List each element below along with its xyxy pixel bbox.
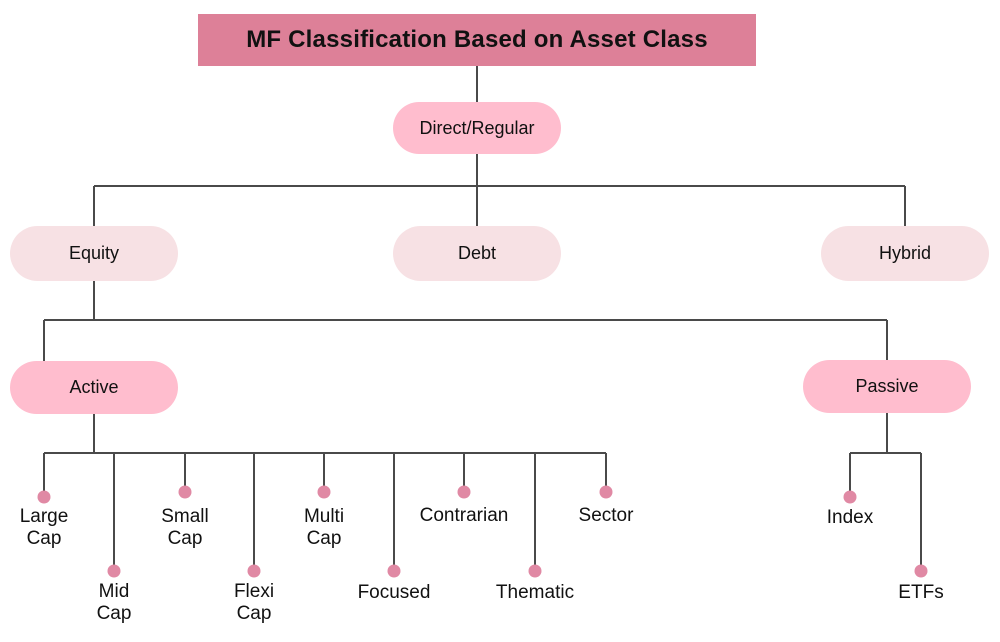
diagram-title: MF Classification Based on Asset Class: [198, 14, 756, 66]
leaf-label[interactable]: Flexi Cap: [233, 581, 275, 625]
node-active[interactable]: Active: [10, 361, 178, 414]
leaf-label[interactable]: ETFs: [898, 582, 944, 603]
leaf-dot: [37, 490, 51, 504]
node-active-label: Active: [69, 377, 119, 397]
node-debt-label: Debt: [457, 243, 497, 263]
leaf-label[interactable]: Sector: [578, 505, 634, 526]
leaf-label[interactable]: Small Cap: [161, 506, 209, 550]
leaf-label[interactable]: Thematic: [495, 582, 575, 603]
node-passive-label: Passive: [855, 376, 919, 396]
leaf-dot: [247, 564, 261, 578]
leaf-dot: [843, 490, 857, 504]
leaf-dot: [599, 485, 613, 499]
leaf-label[interactable]: Large Cap: [19, 506, 69, 550]
node-hybrid[interactable]: Hybrid: [821, 226, 989, 281]
node-passive[interactable]: Passive: [803, 360, 971, 413]
node-hybrid-label: Hybrid: [878, 243, 931, 263]
leaf-label[interactable]: Index: [826, 507, 874, 528]
leaf-label[interactable]: Focused: [357, 582, 431, 603]
leaf-dot: [107, 564, 121, 578]
node-direct-regular-label: Direct/Regular: [419, 117, 535, 138]
leaf-dot: [317, 485, 331, 499]
node-direct-regular[interactable]: Direct/Regular: [393, 102, 561, 154]
leaf-label[interactable]: Multi Cap: [303, 506, 345, 550]
leaf-label[interactable]: Contrarian: [419, 505, 509, 526]
leaf-dot: [457, 485, 471, 499]
node-debt[interactable]: Debt: [393, 226, 561, 281]
leaf-dot: [528, 564, 542, 578]
node-equity[interactable]: Equity: [10, 226, 178, 281]
leaf-dot: [178, 485, 192, 499]
leaf-label[interactable]: Mid Cap: [96, 581, 132, 625]
leaf-dot: [387, 564, 401, 578]
leaf-dot: [914, 564, 928, 578]
node-equity-label: Equity: [68, 243, 120, 263]
diagram-title-label: MF Classification Based on Asset Class: [246, 26, 708, 53]
